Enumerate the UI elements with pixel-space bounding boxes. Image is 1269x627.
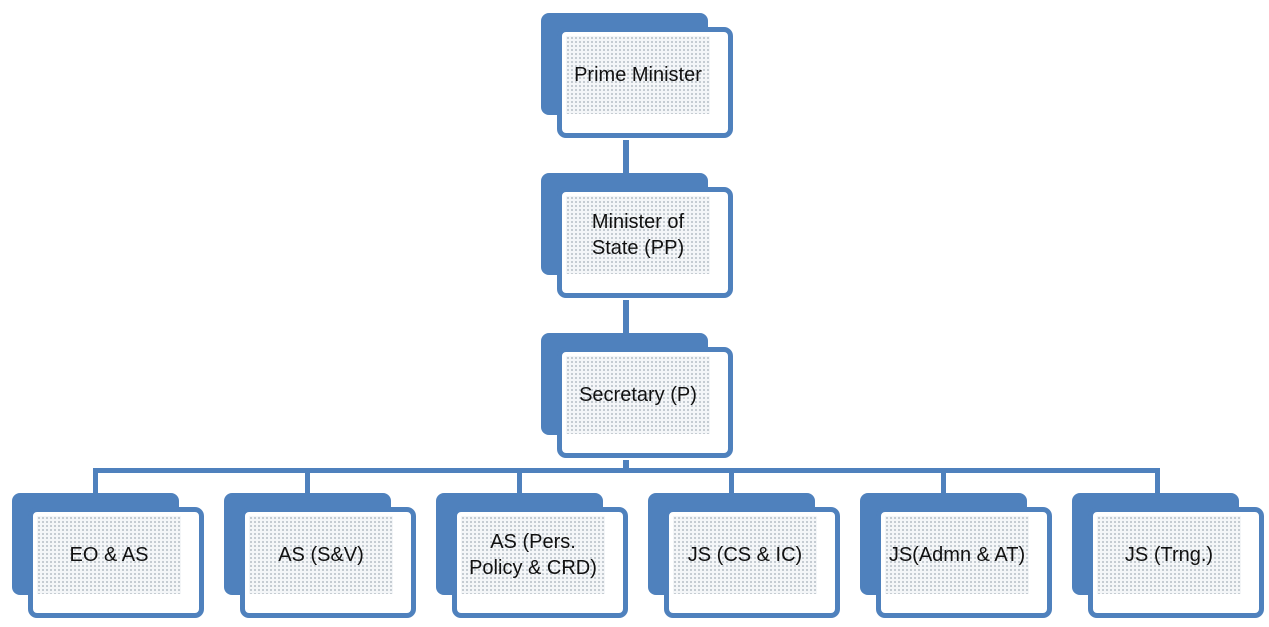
node-label: Prime Minister — [574, 64, 702, 86]
connector-sec-bus — [623, 460, 629, 473]
connector-bus — [93, 468, 1160, 473]
connector-child-1 — [93, 468, 98, 496]
node-as-pers-policy: AS (Pers. Policy & CRD) — [436, 493, 628, 618]
node-prime-minister: Prime Minister — [541, 13, 733, 138]
node-as-sv: AS (S&V) — [224, 493, 416, 618]
connector-mos-sec — [623, 300, 629, 340]
node-eo-as: EO & AS — [12, 493, 204, 618]
connector-pm-mos — [623, 140, 629, 180]
node-label: JS (Trng.) — [1124, 544, 1214, 566]
node-label: JS (CS & IC) — [687, 544, 803, 566]
node-secretary: Secretary (P) — [541, 333, 733, 458]
connector-child-3 — [517, 468, 522, 496]
connector-child-4 — [729, 468, 734, 496]
node-js-cs-ic: JS (CS & IC) — [648, 493, 840, 618]
node-label: AS (S&V) — [278, 544, 364, 566]
node-minister-of-state: Minister of State (PP) — [541, 173, 733, 298]
node-js-trng: JS (Trng.) — [1072, 493, 1264, 618]
node-label: AS (Pers. Policy & CRD) — [469, 531, 597, 579]
node-label: EO & AS — [69, 544, 149, 566]
node-label: JS(Admn & AT) — [888, 544, 1026, 566]
node-label: Minister of State (PP) — [591, 211, 685, 259]
connector-child-6 — [1155, 468, 1160, 496]
node-js-admn-at: JS(Admn & AT) — [860, 493, 1052, 618]
connector-child-5 — [941, 468, 946, 496]
connector-child-2 — [305, 468, 310, 496]
node-label: Secretary (P) — [579, 384, 697, 406]
